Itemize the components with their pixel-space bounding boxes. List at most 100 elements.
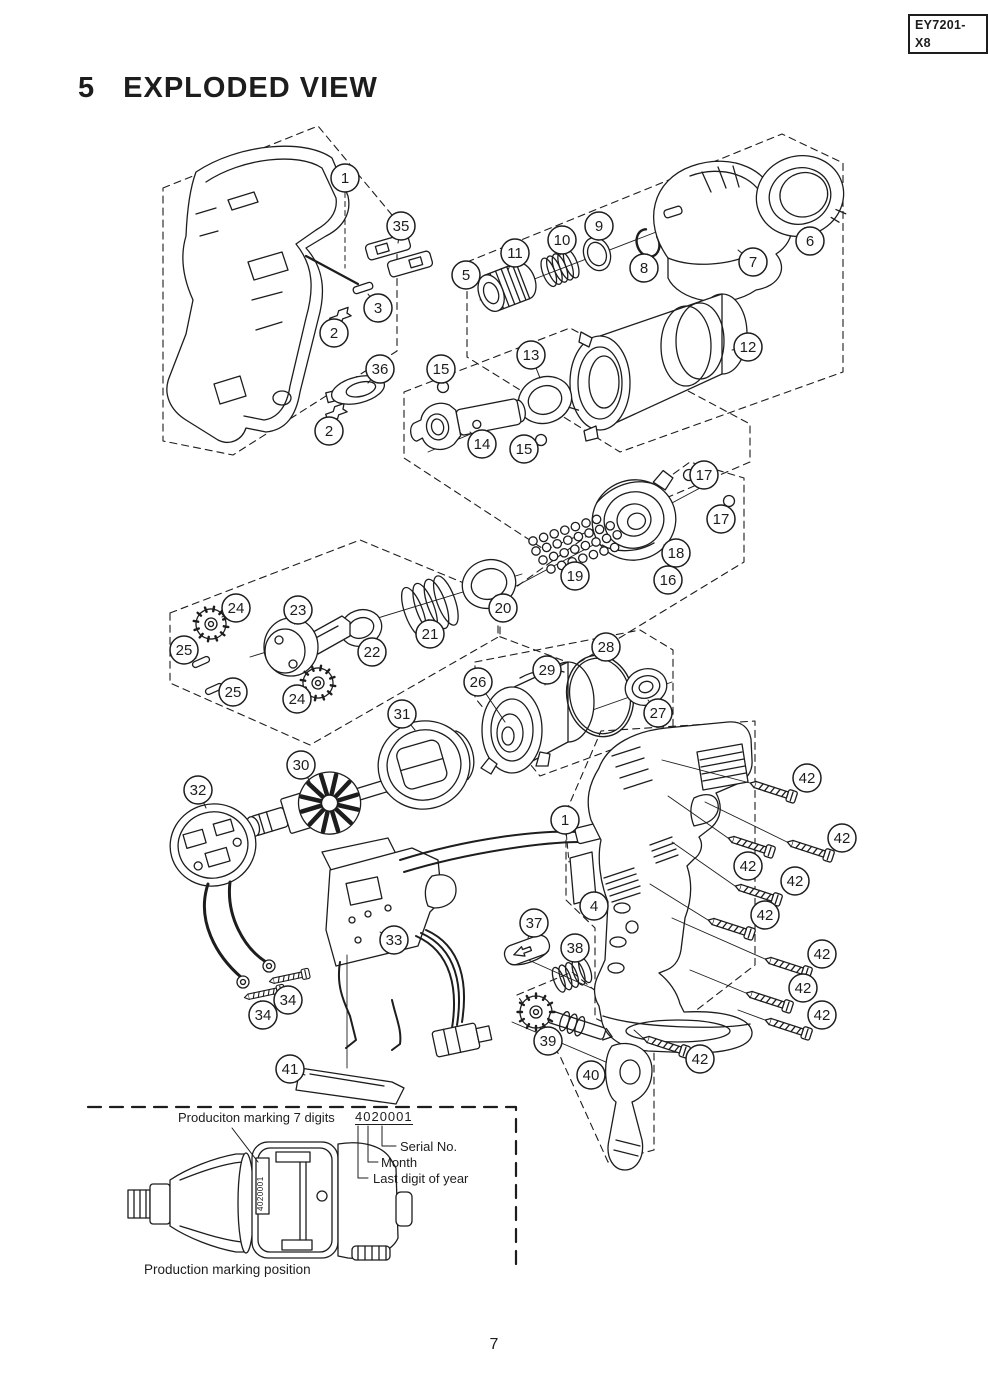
part-button-36 [325,375,386,405]
callout-25: 25 [169,635,199,665]
callout-10: 10 [547,225,577,255]
callout-11: 11 [500,238,530,268]
svg-text:2: 2 [325,423,333,440]
svg-text:4: 4 [590,898,598,915]
screw [268,967,311,984]
svg-text:17: 17 [713,511,730,528]
callout-34: 34 [273,985,303,1015]
svg-text:3: 3 [374,300,382,317]
callout-42: 42 [807,939,837,969]
screw [745,990,794,1014]
screw [786,839,835,863]
inset-legend-year: Last digit of year [373,1171,469,1186]
callout-35: 35 [386,211,416,241]
svg-text:42: 42 [692,1051,709,1068]
inset-border [86,1105,518,1267]
svg-text:1: 1 [341,170,349,187]
screws-42-34 [243,780,835,1059]
callout-42: 42 [788,973,818,1003]
svg-text:11: 11 [507,245,523,262]
svg-text:42: 42 [757,907,774,924]
callout-42: 42 [750,900,780,930]
callout-26: 26 [463,667,493,697]
callout-33: 33 [379,925,409,955]
callout-21: 21 [415,619,445,649]
callout-1: 1 [550,805,580,835]
callout-13: 13 [516,340,546,370]
svg-text:15: 15 [516,441,533,458]
part-rod [304,254,360,286]
svg-text:38: 38 [567,940,584,957]
section-title: EXPLODED VIEW [123,72,378,104]
inset-legend-month: Month [381,1155,418,1170]
callout-3: 3 [363,293,393,323]
part-yoke-31 [377,720,475,810]
callout-16: 16 [653,565,683,595]
part-ring-cover-6 [755,154,847,238]
part-washer-9 [582,236,612,272]
callout-18: 18 [661,538,691,568]
svg-text:41: 41 [282,1061,299,1078]
svg-text:22: 22 [364,644,381,661]
svg-text:2: 2 [330,325,338,342]
svg-text:24: 24 [289,691,306,708]
screw-leader-lines [633,759,788,1039]
svg-text:12: 12 [740,339,757,356]
callout-1: 1 [330,163,360,193]
model-number: EY7201-X8 [915,18,966,50]
svg-text:36: 36 [372,361,389,378]
part-clutch-18 [591,469,677,561]
callout-32: 32 [183,775,213,805]
svg-text:30: 30 [293,757,310,774]
svg-text:18: 18 [668,545,685,562]
screw [642,1035,691,1059]
callout-31: 31 [387,699,417,729]
callout-4: 4 [579,891,609,921]
callout-42: 42 [733,851,763,881]
svg-text:8: 8 [640,260,648,277]
svg-text:25: 25 [176,642,193,659]
callout-14: 14 [467,429,497,459]
svg-text:28: 28 [598,639,615,656]
callout-2: 2 [319,318,349,348]
callout-42: 42 [792,763,822,793]
part-bearing-27 [624,668,668,706]
part-housing-left [166,145,350,443]
inset-caption: Production marking position [144,1262,311,1277]
screw [764,1017,813,1041]
svg-text:13: 13 [523,347,540,364]
svg-text:24: 24 [228,600,245,617]
svg-text:34: 34 [280,992,297,1009]
part-ball-17b [722,494,736,508]
part-switch-33 [321,821,606,1069]
callout-42: 42 [827,823,857,853]
part-pin-25a [191,655,211,669]
screw [707,917,756,941]
screw [727,835,776,859]
part-sleeve-11 [477,262,537,312]
inset-strip-serial: 4020001 [256,1176,265,1211]
callout-42: 42 [807,1000,837,1030]
part-gear-shaft-39 [516,992,613,1041]
svg-text:21: 21 [422,626,439,643]
svg-text:35: 35 [393,218,410,235]
callout-24: 24 [282,684,312,714]
model-number-box: EY7201-X8 [908,14,988,54]
svg-text:42: 42 [799,770,816,787]
svg-text:19: 19 [567,568,584,585]
callout-39: 39 [533,1026,563,1056]
callout-17: 17 [689,460,719,490]
callout-29: 29 [532,655,562,685]
svg-text:25: 25 [225,684,242,701]
svg-text:29: 29 [539,662,556,679]
callout-40: 40 [576,1060,606,1090]
svg-text:42: 42 [795,980,812,997]
callout-28: 28 [591,632,621,662]
svg-text:32: 32 [190,782,207,799]
inset-marking-note: Produciton marking 7 digits [178,1110,335,1125]
callout-19: 19 [560,561,590,591]
svg-text:42: 42 [814,1007,831,1024]
